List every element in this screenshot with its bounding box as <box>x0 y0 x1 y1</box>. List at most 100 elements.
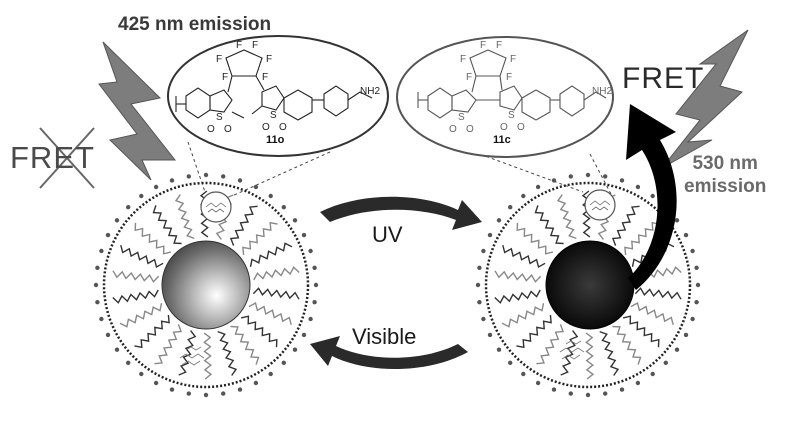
surfactant-chain <box>536 324 565 365</box>
surfactant-chain <box>253 266 300 281</box>
head-group <box>663 360 668 365</box>
head-group <box>221 391 226 396</box>
head-group <box>203 172 209 178</box>
head-group <box>650 193 655 199</box>
head-group <box>481 316 486 322</box>
head-group <box>139 193 144 199</box>
head-group <box>694 265 699 270</box>
head-group <box>508 360 513 365</box>
nanoparticle-open <box>93 172 319 398</box>
atom-f: F <box>510 54 517 65</box>
atom-s: S <box>216 112 223 123</box>
surfactant-chain <box>630 301 674 325</box>
head-group <box>114 347 120 352</box>
head-group <box>551 178 557 183</box>
head-group <box>683 332 689 338</box>
molecule-bubble-closed <box>396 36 614 158</box>
surfactant-chain <box>494 270 542 283</box>
head-group <box>95 265 100 270</box>
head-group <box>105 232 111 238</box>
lightning-bolt-right-icon <box>661 29 749 169</box>
surfactant-chain <box>120 245 164 269</box>
head-group <box>237 178 243 183</box>
head-group <box>114 218 120 223</box>
head-group <box>568 174 573 179</box>
head-group <box>496 218 502 223</box>
head-group <box>308 316 313 322</box>
surfactant-chain <box>217 330 238 376</box>
surfactant-chain <box>174 194 195 240</box>
head-group <box>139 371 144 377</box>
head-group <box>292 218 298 223</box>
head-group <box>535 184 541 190</box>
head-group <box>301 332 307 338</box>
emission-530-label: 530 nm emission <box>684 152 766 198</box>
head-group <box>477 265 482 270</box>
atom-f: F <box>480 40 487 51</box>
surfactant-chain <box>119 303 163 328</box>
atom-s: S <box>458 112 465 123</box>
head-group <box>268 371 273 377</box>
head-group <box>690 248 695 254</box>
surfactant-chain <box>502 245 546 269</box>
atom-f: F <box>252 40 259 51</box>
head-group <box>312 265 317 270</box>
head-group <box>105 332 111 338</box>
closed-core-sphere <box>545 240 635 330</box>
head-group <box>153 184 159 190</box>
head-group <box>186 174 191 179</box>
surfactant-chain <box>599 330 620 376</box>
uv-arrow-icon <box>320 196 482 230</box>
head-group <box>674 347 680 352</box>
molecule-structure-open-icon <box>175 49 373 121</box>
atom-f: F <box>216 54 223 65</box>
surfactant-chain <box>612 325 642 365</box>
atom-o: O <box>517 122 525 133</box>
amine-group: NH2 <box>360 86 381 97</box>
head-group <box>253 380 259 386</box>
head-group <box>126 205 131 210</box>
head-group <box>203 392 209 398</box>
surfactant-chain <box>534 205 564 245</box>
atom-o: O <box>500 122 508 133</box>
head-group <box>619 387 625 392</box>
surfactant-chain <box>152 205 182 245</box>
surfactant-chain <box>516 222 554 255</box>
surfactant-chain <box>252 287 300 300</box>
atom-s: S <box>270 110 277 121</box>
head-group <box>568 391 573 396</box>
head-group <box>683 232 689 238</box>
head-group <box>585 392 591 398</box>
amine-group: NH2 <box>592 86 613 97</box>
surfactant-chain <box>585 332 595 380</box>
head-group <box>169 387 175 392</box>
atom-f: F <box>466 72 473 83</box>
surfactant-chain <box>112 270 160 283</box>
emission-425-label: 425 nm emission <box>118 14 272 35</box>
surfactant-chain <box>248 301 292 325</box>
molecule-structure-closed-icon <box>417 49 607 121</box>
dye-molecule-left-icon <box>179 346 205 366</box>
head-group <box>477 300 482 305</box>
surfactant-chain <box>178 330 197 376</box>
head-group <box>268 193 273 199</box>
head-group <box>535 380 541 386</box>
surfactant-chain <box>560 330 579 376</box>
dye-molecule-right-icon <box>559 340 585 360</box>
surfactant-chain <box>240 315 278 348</box>
surfactant-chain <box>134 222 172 255</box>
head-group <box>126 360 131 365</box>
surfactant-chain <box>634 287 682 300</box>
atom-o: O <box>466 124 474 135</box>
fret-blocked-cross-icon <box>39 127 95 189</box>
head-group <box>95 300 100 305</box>
visible-label: Visible <box>352 324 417 349</box>
atom-o: O <box>207 124 215 135</box>
head-group <box>521 371 526 377</box>
surfactant-chain <box>230 325 260 365</box>
atom-f: F <box>506 72 513 83</box>
atom-f: F <box>262 72 269 83</box>
head-group <box>585 172 591 178</box>
head-group <box>603 391 608 396</box>
